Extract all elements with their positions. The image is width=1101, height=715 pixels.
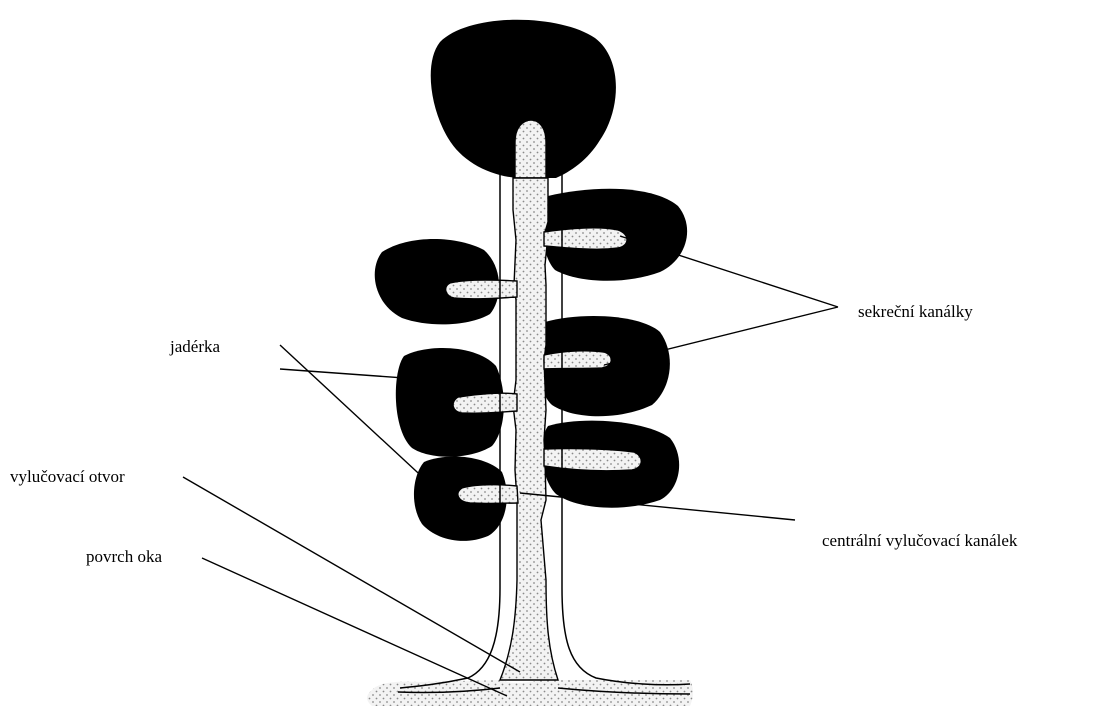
label-secretory-canals: sekreční kanálky	[858, 302, 973, 321]
leader-lines	[183, 236, 838, 696]
branch-right-2	[544, 351, 611, 369]
branch-left-1	[446, 280, 517, 299]
label-lobules: jadérka	[169, 337, 220, 356]
label-central-duct: centrální vylučovací kanálek	[822, 531, 1018, 550]
duct-top-bulb	[515, 120, 546, 178]
branch-left-3	[458, 485, 518, 504]
branch-left-2	[453, 393, 517, 413]
branch-right-1	[544, 228, 627, 249]
label-excretory-opening: vylučovací otvor	[10, 467, 125, 486]
leader-eye-surface	[202, 558, 507, 696]
label-eye-surface: povrch oka	[86, 547, 162, 566]
branch-right-3	[544, 449, 641, 471]
